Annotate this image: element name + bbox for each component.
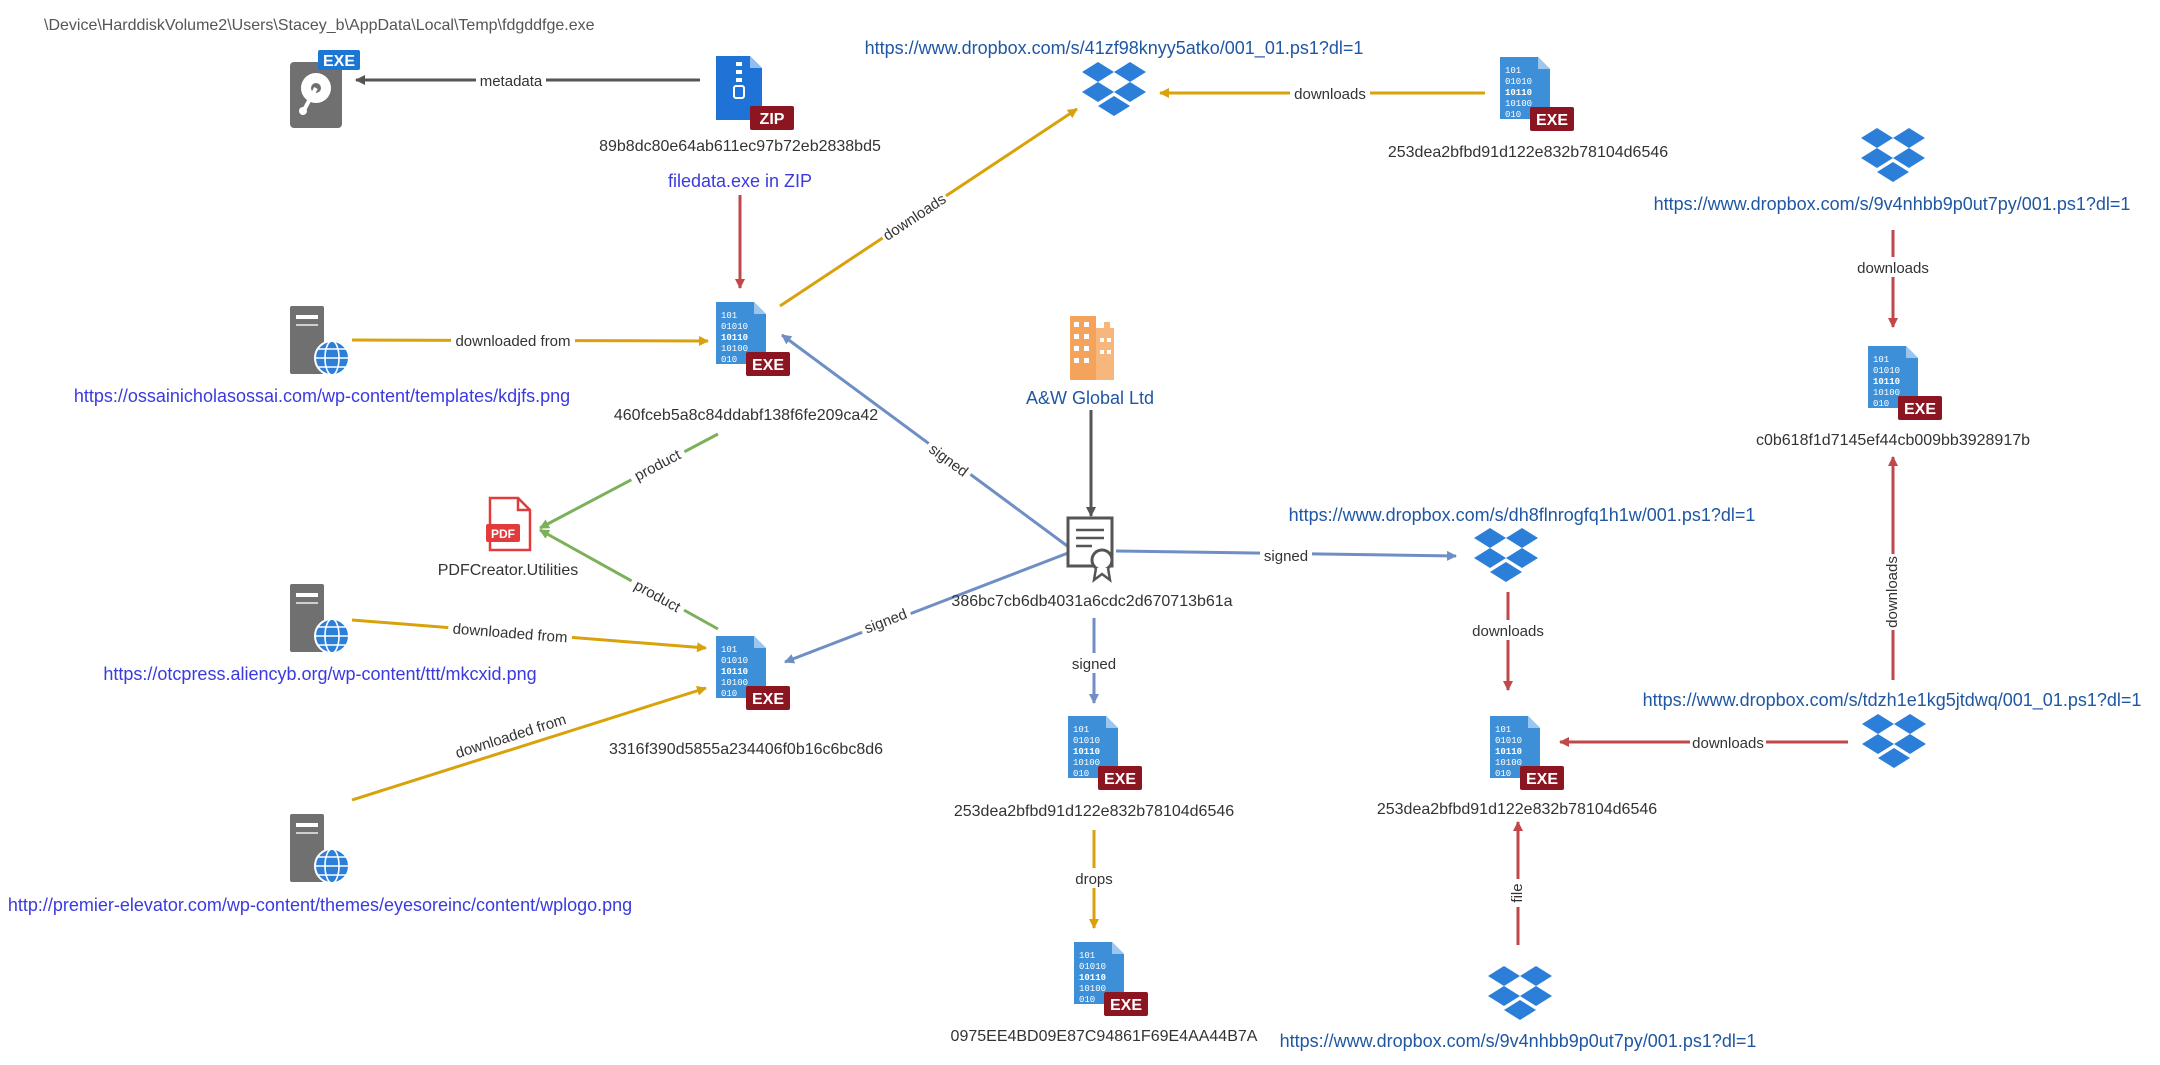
node-label-pdf-product: PDFCreator.Utilities [438,562,578,579]
node-zip-file[interactable]: ZIP 89b8dc80e64ab611ec97b72eb2838bd5 [599,56,881,155]
node-label-exe-3316: 3316f390d5855a234406f0b16c6bc8d6 [609,741,883,758]
edge-label-downloads-c0b: downloads [1884,556,1901,628]
node-label-exe-c0b: c0b618f1d7145ef44cb009bb3928917b [1756,432,2030,449]
badge-exe-460: EXE [752,357,784,374]
node-label-dropbox-1: https://www.dropbox.com/s/41zf98knyy5atk… [865,38,1364,59]
node-cert[interactable]: 386bc7cb6db4031a6cdc2d670713b61a [951,516,1233,610]
edge-label-metadata: metadata [480,73,543,90]
node-label-org: A&W Global Ltd [1026,388,1154,408]
node-exe-3316[interactable]: EXE 3316f390d5855a234406f0b16c6bc8d6 [609,636,883,758]
node-exe-253-mid[interactable]: EXE 253dea2bfbd91d122e832b78104d6546 [954,716,1234,820]
building-icon [1070,316,1114,380]
zip-file-icon: ZIP [716,56,794,130]
badge-exe-253-mid: EXE [1104,771,1136,788]
edge-label-downloads-top: downloads [1294,86,1366,103]
node-dropbox-5[interactable]: https://www.dropbox.com/s/9v4nhbb9p0ut7p… [1280,966,1757,1051]
node-label-cert: 386bc7cb6db4031a6cdc2d670713b61a [951,593,1232,610]
edge-label-downloads-right-top: downloads [1857,260,1929,277]
edge-label-drops: drops [1075,871,1113,888]
edge-label-product-3316: product [631,577,684,617]
node-label-server-1: https://ossainicholasossai.com/wp-conten… [74,386,570,406]
badge-exe-c0b: EXE [1904,401,1936,418]
node-label-dropbox-2: https://www.dropbox.com/s/9v4nhbb9p0ut7p… [1654,194,2131,214]
edge-label-downloaded-from-2: downloaded from [452,621,568,647]
node-label-dropbox-4: https://www.dropbox.com/s/tdzh1e1kg5jtdw… [1643,690,2142,711]
binary-file-icon: EXE [716,302,790,376]
web-server-icon [289,583,350,654]
dropbox-icon [1862,714,1926,768]
badge-exe-3316: EXE [752,691,784,708]
node-label-exe-253-mid: 253dea2bfbd91d122e832b78104d6546 [954,803,1234,820]
edge-signed-3316[interactable] [784,551,1069,664]
edge-label-product-460: product [632,446,685,485]
node-dropbox-4[interactable]: https://www.dropbox.com/s/tdzh1e1kg5jtdw… [1643,690,2142,768]
node-label-zip-file: 89b8dc80e64ab611ec97b72eb2838bd5 [599,138,881,155]
badge-exe-0975: EXE [1110,997,1142,1014]
badge-exe-path: EXE [323,53,355,70]
node-label-server-2: https://otcpress.aliencyb.org/wp-content… [103,664,536,684]
node-exe-0975[interactable]: EXE 0975EE4BD09E87C94861F69E4AA44B7A [951,942,1258,1045]
edge-label-downloads-diag: downloads [880,191,949,245]
node-dropbox-1[interactable]: https://www.dropbox.com/s/41zf98knyy5atk… [865,38,1364,116]
node-label-dropbox-3: https://www.dropbox.com/s/dh8flnrogfq1h1… [1289,505,1756,525]
edge-label-signed-right: signed [1264,548,1308,565]
binary-file-icon: EXE [716,636,790,710]
edge-product-3316[interactable] [539,528,719,631]
badge-pdf: PDF [491,527,515,541]
binary-file-icon: EXE [1500,57,1574,131]
node-exe-460[interactable]: EXE 460fceb5a8c84ddabf138f6fe209ca42 [614,302,878,424]
certificate-icon [1066,516,1114,583]
node-label-server-3: http://premier-elevator.com/wp-content/t… [8,895,632,915]
node-server-3[interactable]: http://premier-elevator.com/wp-content/t… [8,813,632,915]
dropbox-icon [1082,62,1146,116]
node-label-exe-253-right: 253dea2bfbd91d122e832b78104d6546 [1377,801,1657,818]
web-server-icon [289,813,350,884]
node-label-exe-path: \Device\HarddiskVolume2\Users\Stacey_b\A… [44,17,595,34]
dropbox-icon [1488,966,1552,1020]
node-label-dropbox-5: https://www.dropbox.com/s/9v4nhbb9p0ut7p… [1280,1031,1757,1051]
node-exe-253-top[interactable]: EXE 253dea2bfbd91d122e832b78104d6546 [1388,57,1668,161]
node-dropbox-3[interactable]: https://www.dropbox.com/s/dh8flnrogfq1h1… [1289,505,1756,582]
node-dropbox-2[interactable]: https://www.dropbox.com/s/9v4nhbb9p0ut7p… [1654,128,2131,214]
binary-file-icon: EXE [1868,346,1942,420]
binary-file-icon: EXE [1068,716,1142,790]
edge-product-460[interactable] [539,432,719,530]
binary-file-icon: EXE [1490,716,1564,790]
edge-label-file: file [1509,883,1526,902]
pdf-file-icon: PDF [486,496,532,552]
web-server-icon [289,305,350,376]
edge-label-signed-down: signed [1072,656,1116,673]
edge-downloaded-from-3[interactable] [351,685,707,802]
badge-exe-253-top: EXE [1536,112,1568,129]
dropbox-icon [1861,128,1925,182]
edge-label-downloads-db3: downloads [1472,623,1544,640]
binary-file-icon: EXE [1074,942,1148,1016]
node-exe-c0b[interactable]: EXE c0b618f1d7145ef44cb009bb3928917b [1756,346,2030,449]
dropbox-icon [1474,528,1538,582]
node-exe-path[interactable]: \Device\HarddiskVolume2\Users\Stacey_b\A… [44,17,595,128]
edge-label-downloaded-from-1: downloaded from [455,333,570,350]
node-exe-253-right[interactable]: EXE 253dea2bfbd91d122e832b78104d6546 [1377,716,1657,818]
node-server-2[interactable]: https://otcpress.aliencyb.org/wp-content… [103,583,537,684]
badge-exe-253-right: EXE [1526,771,1558,788]
edge-label-downloads-db4: downloads [1692,735,1764,752]
node-label-exe-253-top: 253dea2bfbd91d122e832b78104d6546 [1388,144,1668,161]
node-org[interactable]: A&W Global Ltd [1026,316,1154,408]
edge-signed-460[interactable] [781,333,1071,550]
node-server-1[interactable]: https://ossainicholasossai.com/wp-conten… [74,305,570,406]
zip-note: filedata.exe in ZIP [668,171,812,191]
node-label-exe-0975: 0975EE4BD09E87C94861F69E4AA44B7A [951,1028,1258,1045]
node-pdf-product[interactable]: PDF PDFCreator.Utilities [438,496,578,579]
hard-disk-icon: EXE [290,50,360,128]
badge-zip: ZIP [760,111,785,128]
node-label-exe-460: 460fceb5a8c84ddabf138f6fe209ca42 [614,407,878,424]
